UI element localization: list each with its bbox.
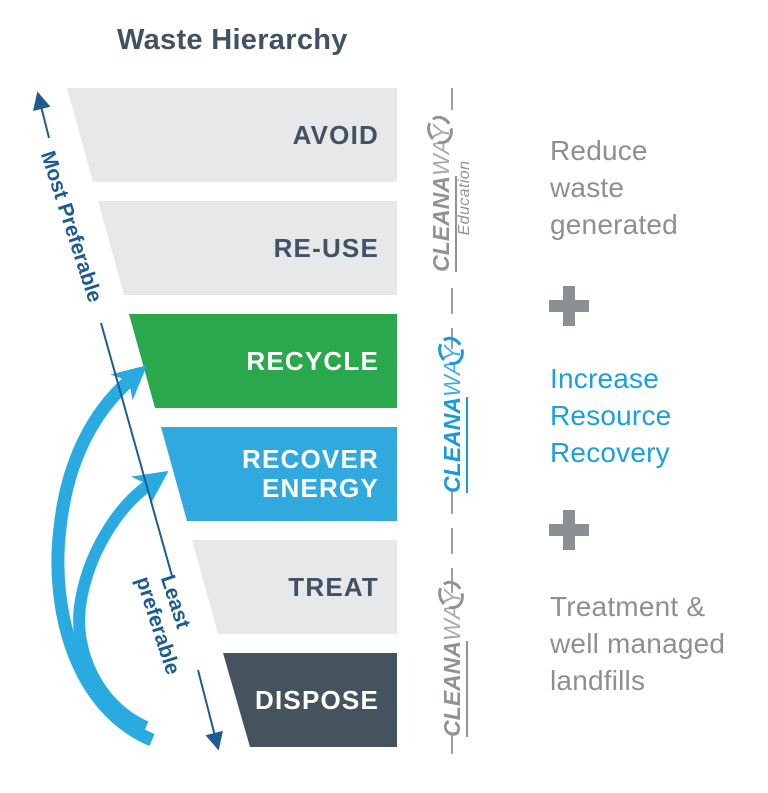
recover-energy-swoosh-arrow: [73, 470, 169, 733]
annotation-line: landfills: [550, 665, 646, 696]
logo-brand-bold: CLEANA: [438, 640, 468, 737]
logo-brand-bold: CLEANA: [438, 396, 468, 493]
annotation-line: well managed: [550, 628, 726, 659]
least-preferable-label-line1: Least: [156, 572, 195, 631]
logo-brand-bold: CLEANA: [428, 175, 457, 272]
funnel-level-label: DISPOSE: [255, 684, 379, 715]
axis-line-top: [33, 91, 51, 139]
logo-swirl-icon: [437, 337, 464, 366]
cleanaway-logo-gray: CLEANAWAY: [437, 581, 468, 737]
funnel-level-recover-energy: RECOVER ENERGY: [161, 427, 397, 521]
annotation-reduce-waste: Reduce waste generated: [550, 132, 678, 243]
funnel-level-treat: TREAT: [192, 540, 397, 634]
annotation-treatment-landfills: Treatment & well managed landfills: [550, 588, 725, 699]
funnel-level-reuse: RE-USE: [98, 201, 397, 295]
funnel-level-label: RECYCLE: [246, 345, 379, 376]
cleanaway-logo-blue: CLEANAWAY: [437, 337, 468, 493]
recycle-swoosh-arrow: [51, 365, 155, 746]
funnel-level-avoid: AVOID: [67, 88, 397, 182]
logo-subtitle: Education: [456, 160, 473, 236]
page-title: Waste Hierarchy: [117, 24, 348, 56]
funnel-level-label: RECOVER: [242, 443, 379, 474]
least-preferable-label-line2: preferable: [131, 574, 184, 678]
funnel-level-label: AVOID: [292, 119, 379, 150]
annotation-line: Recovery: [550, 437, 670, 468]
annotation-increase-resource-recovery: Increase Resource Recovery: [550, 360, 671, 471]
annotation-line: Increase: [550, 363, 659, 394]
funnel-level-dispose: DISPOSE: [223, 653, 397, 747]
funnel-level-recycle: RECYCLE: [129, 314, 397, 408]
axis-line-bottom: [197, 669, 223, 751]
plus-icon: [549, 510, 589, 550]
annotation-line: generated: [550, 209, 678, 240]
cleanaway-education-logo: CLEANAWAY Education: [427, 110, 476, 286]
funnel-level-label: TREAT: [288, 571, 379, 602]
annotation-line: Resource: [550, 400, 672, 431]
funnel-level-label: ENERGY: [261, 473, 379, 503]
plus-icon: [549, 286, 589, 326]
annotation-line: Treatment &: [550, 591, 706, 622]
logo-swirl-icon: [437, 581, 464, 610]
logo-swirl-icon: [427, 116, 453, 145]
funnel-level-label: RE-USE: [273, 232, 379, 263]
annotation-line: waste: [550, 172, 625, 203]
annotation-line: Reduce: [550, 135, 648, 166]
